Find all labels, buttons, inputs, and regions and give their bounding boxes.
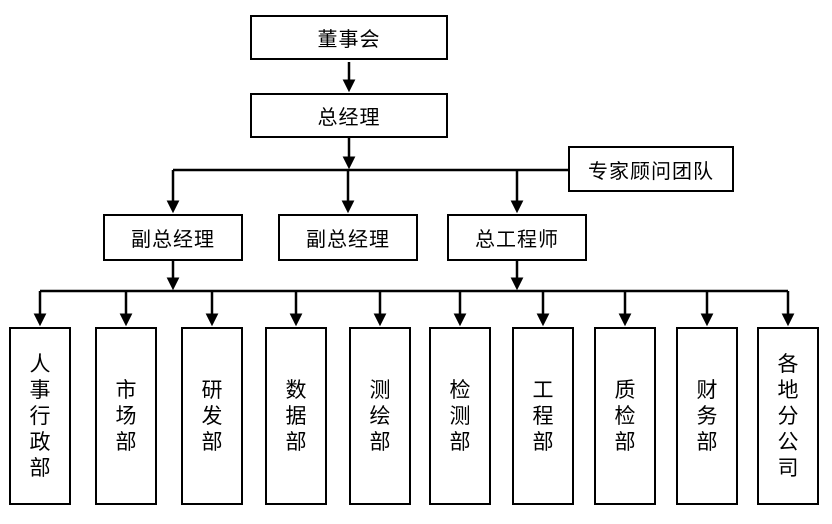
node-dept-rnd: 研发部 <box>181 327 243 505</box>
node-board: 董事会 <box>250 15 448 60</box>
node-vice-gm-2: 副总经理 <box>278 214 418 261</box>
dept-label: 测绘部 <box>369 378 391 454</box>
node-dept-marketing: 市场部 <box>95 327 157 505</box>
node-general-manager-label: 总经理 <box>317 107 381 129</box>
node-board-label: 董事会 <box>317 29 381 51</box>
dept-label: 质检部 <box>614 378 636 454</box>
node-dept-finance: 财务部 <box>676 327 738 505</box>
dept-label: 数据部 <box>285 378 307 454</box>
dept-label: 研发部 <box>201 378 223 454</box>
node-dept-testing: 检测部 <box>429 327 491 505</box>
dept-label: 财务部 <box>696 378 718 454</box>
dept-label: 检测部 <box>449 378 471 454</box>
node-dept-data: 数据部 <box>265 327 327 505</box>
node-dept-engineering: 工程部 <box>512 327 574 505</box>
dept-label: 市场部 <box>115 378 137 454</box>
node-general-manager: 总经理 <box>250 93 448 138</box>
node-vice-gm-2-label: 副总经理 <box>306 229 390 251</box>
node-advisor-team-label: 专家顾问团队 <box>588 160 714 183</box>
dept-label: 人事行政部 <box>29 352 51 480</box>
node-dept-surveying: 测绘部 <box>349 327 411 505</box>
dept-label: 工程部 <box>532 378 554 454</box>
node-advisor-team: 专家顾问团队 <box>568 146 734 192</box>
node-dept-quality: 质检部 <box>594 327 656 505</box>
node-vice-gm-1-label: 副总经理 <box>131 229 215 251</box>
node-branch-companies: 各地分公司 <box>757 327 819 505</box>
dept-label: 各地分公司 <box>777 352 799 480</box>
node-chief-engineer: 总工程师 <box>447 214 587 261</box>
node-vice-gm-1: 副总经理 <box>103 214 243 261</box>
node-dept-hr-admin: 人事行政部 <box>9 327 71 505</box>
node-chief-engineer-label: 总工程师 <box>475 229 559 251</box>
